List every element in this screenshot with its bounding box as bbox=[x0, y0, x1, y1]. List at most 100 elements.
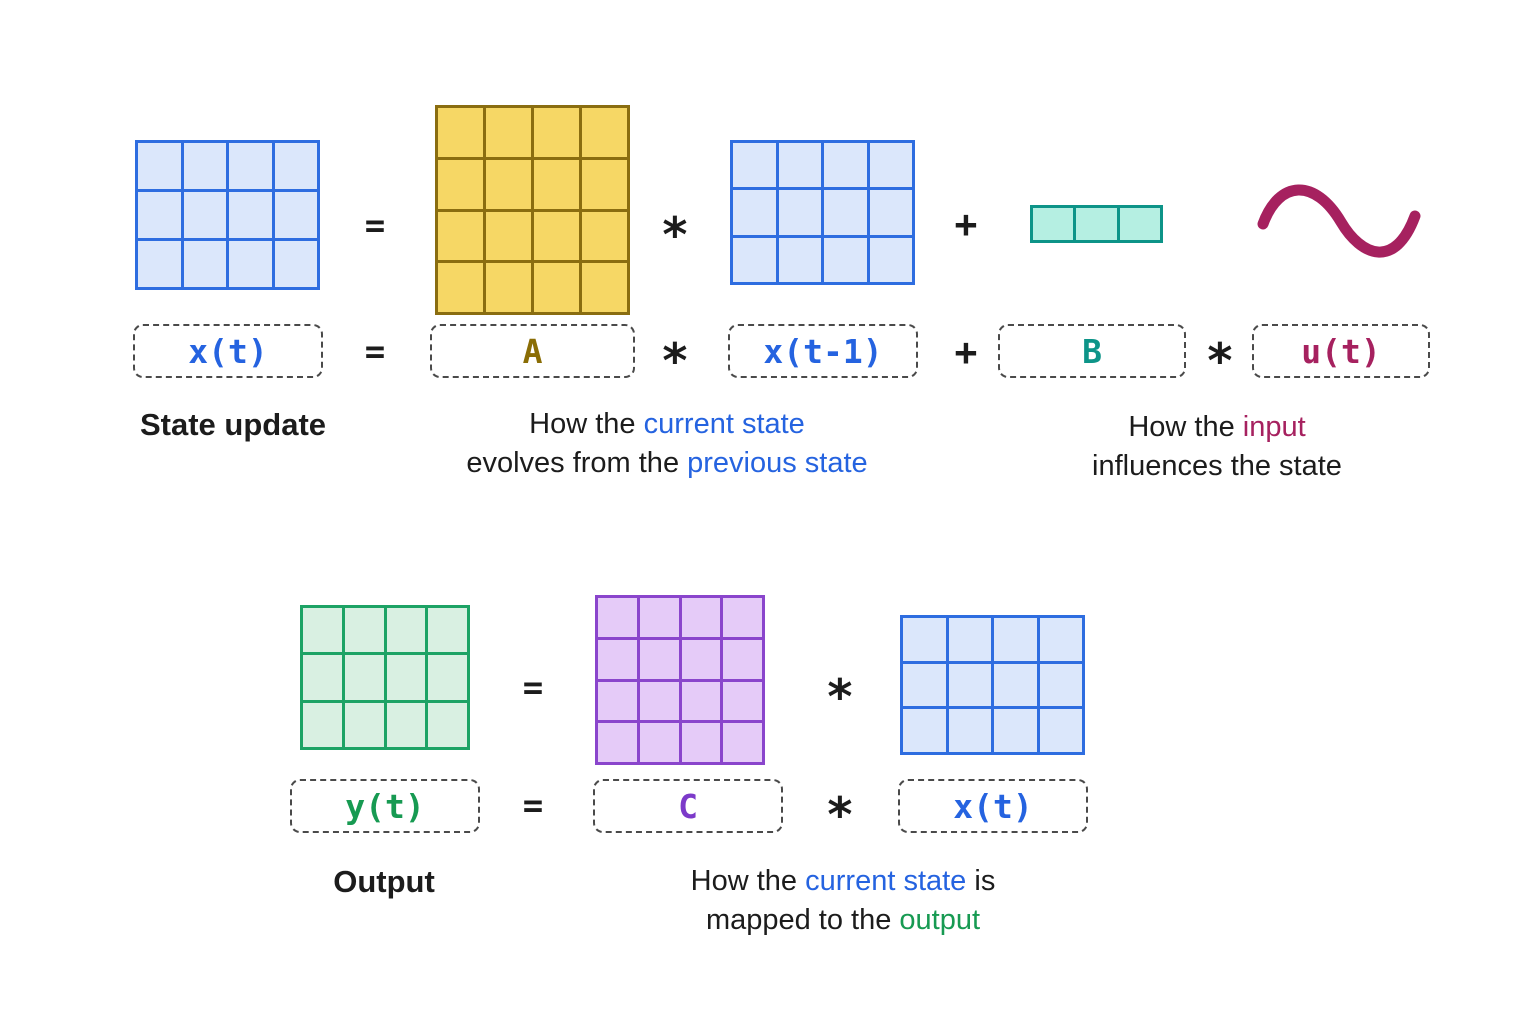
matrix-cell bbox=[681, 639, 721, 679]
matrix-cell bbox=[183, 143, 226, 189]
matrix-cell bbox=[598, 598, 637, 637]
caption-mapped-text-2: current state bbox=[805, 865, 967, 897]
matrix-cell bbox=[723, 681, 762, 721]
equals-sign-bottom-label-row: = bbox=[522, 786, 544, 826]
matrix-cell bbox=[903, 618, 946, 661]
matrix-cell bbox=[824, 143, 867, 188]
caption-mapped-line1: How the current state is bbox=[593, 862, 1093, 901]
matrix-cell bbox=[428, 702, 467, 747]
plus-sign-top-label-row: + bbox=[954, 330, 978, 374]
multiply-sign-top-label-row: * bbox=[660, 333, 690, 390]
label-box-b: B bbox=[998, 324, 1186, 378]
matrix-cell bbox=[681, 598, 721, 637]
label-box-a: A bbox=[430, 324, 635, 378]
label-box-x-t: x(t) bbox=[133, 324, 323, 378]
matrix-cell bbox=[183, 241, 226, 287]
label-u-t: u(t) bbox=[1301, 331, 1381, 371]
matrix-cell bbox=[639, 723, 679, 762]
matrix-cell bbox=[582, 263, 627, 312]
matrix-cell bbox=[486, 211, 531, 261]
label-x-t: x(t) bbox=[188, 331, 268, 371]
label-box-x-prev: x(t-1) bbox=[728, 324, 918, 378]
caption-output: Output bbox=[333, 864, 435, 899]
matrix-cell bbox=[438, 263, 483, 312]
label-y-t: y(t) bbox=[345, 786, 425, 826]
matrix-cell bbox=[438, 159, 483, 209]
matrix-x-prev bbox=[730, 140, 915, 285]
matrix-cell bbox=[994, 663, 1037, 707]
matrix-cell bbox=[1076, 208, 1117, 240]
caption-evolve-line1: How the current state bbox=[367, 405, 967, 444]
caption-evolve-text-1: How the bbox=[529, 408, 644, 440]
caption-input-line2: influences the state bbox=[1092, 450, 1342, 482]
matrix-cell bbox=[1039, 663, 1082, 707]
matrix-cell bbox=[948, 618, 991, 661]
label-b: B bbox=[1082, 331, 1102, 371]
matrix-cell bbox=[428, 655, 467, 700]
caption-mapped: How the current state is mapped to the o… bbox=[593, 862, 1093, 940]
matrix-cell bbox=[183, 192, 226, 238]
matrix-cell bbox=[438, 108, 483, 157]
caption-mapped-text-4: mapped to the bbox=[705, 904, 900, 936]
equals-sign-top-label-row: = bbox=[364, 332, 386, 372]
caption-mapped-line2: mapped to the output bbox=[593, 901, 1093, 940]
matrix-cell bbox=[486, 108, 531, 157]
matrix-cell bbox=[386, 655, 426, 700]
matrix-cell bbox=[582, 211, 627, 261]
caption-input-text-2: input bbox=[1242, 411, 1306, 443]
caption-evolve: How the current state evolves from the p… bbox=[367, 405, 967, 483]
matrix-cell bbox=[1033, 208, 1074, 240]
label-box-u-t: u(t) bbox=[1252, 324, 1430, 378]
matrix-cell bbox=[994, 709, 1037, 752]
matrix-cell bbox=[723, 598, 762, 637]
caption-mapped-text-1: How the bbox=[690, 865, 806, 897]
matrix-cell bbox=[723, 723, 762, 762]
matrix-cell bbox=[534, 263, 579, 312]
label-a: A bbox=[522, 331, 543, 371]
matrix-cell bbox=[274, 241, 317, 287]
matrix-cell bbox=[303, 702, 342, 747]
equals-sign-bottom-matrix-row: = bbox=[522, 668, 544, 708]
matrix-c bbox=[595, 595, 765, 765]
multiply-sign-bottom-matrix-row: * bbox=[825, 669, 855, 726]
matrix-cell bbox=[438, 211, 483, 261]
matrix-cell bbox=[344, 655, 384, 700]
matrix-cell bbox=[869, 237, 912, 282]
matrix-cell bbox=[582, 159, 627, 209]
matrix-cell bbox=[344, 702, 384, 747]
matrix-cell bbox=[639, 598, 679, 637]
matrix-cell bbox=[639, 681, 679, 721]
caption-input: How the input influences the state bbox=[1012, 408, 1422, 486]
squiggle-path bbox=[1257, 184, 1421, 258]
matrix-cell bbox=[733, 143, 776, 188]
caption-evolve-line2: evolves from the previous state bbox=[367, 444, 967, 483]
multiply-sign-bottom-label-row: * bbox=[825, 787, 855, 844]
label-box-x-t-bottom: x(t) bbox=[898, 779, 1088, 833]
matrix-cell bbox=[639, 639, 679, 679]
label-box-y-t: y(t) bbox=[290, 779, 480, 833]
label-c: C bbox=[678, 786, 698, 826]
matrix-cell bbox=[824, 190, 867, 235]
matrix-cell bbox=[303, 655, 342, 700]
matrix-x-t-bottom bbox=[900, 615, 1085, 755]
matrix-cell bbox=[948, 709, 991, 752]
matrix-cell bbox=[534, 108, 579, 157]
matrix-cell bbox=[386, 702, 426, 747]
matrix-cell bbox=[486, 159, 531, 209]
label-box-c: C bbox=[593, 779, 783, 833]
matrix-cell bbox=[229, 192, 272, 238]
matrix-cell bbox=[344, 608, 384, 653]
matrix-cell bbox=[303, 608, 342, 653]
matrix-cell bbox=[681, 681, 721, 721]
matrix-cell bbox=[733, 237, 776, 282]
matrix-cell bbox=[229, 143, 272, 189]
matrix-cell bbox=[582, 108, 627, 157]
matrix-cell bbox=[598, 639, 637, 679]
matrix-cell bbox=[598, 723, 637, 762]
caption-input-text-1: How the bbox=[1128, 411, 1243, 443]
matrix-cell bbox=[1039, 709, 1082, 752]
matrix-cell bbox=[138, 192, 181, 238]
matrix-cell bbox=[229, 241, 272, 287]
matrix-cell bbox=[824, 237, 867, 282]
